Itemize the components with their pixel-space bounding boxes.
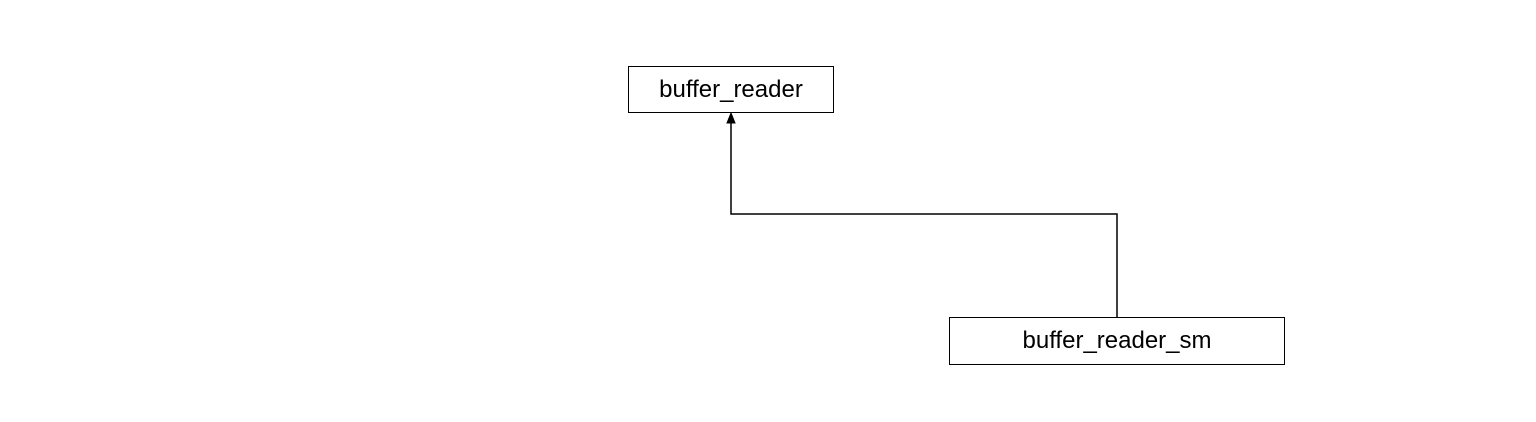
node-label: buffer_reader bbox=[659, 75, 803, 103]
inheritance-edge bbox=[730, 122, 1118, 317]
node-label: buffer_reader_sm bbox=[1022, 327, 1212, 354]
arrowhead bbox=[726, 111, 736, 124]
node-buffer-reader[interactable]: buffer_reader bbox=[628, 66, 834, 113]
node-buffer-reader-sm[interactable]: buffer_reader_sm bbox=[949, 317, 1285, 365]
